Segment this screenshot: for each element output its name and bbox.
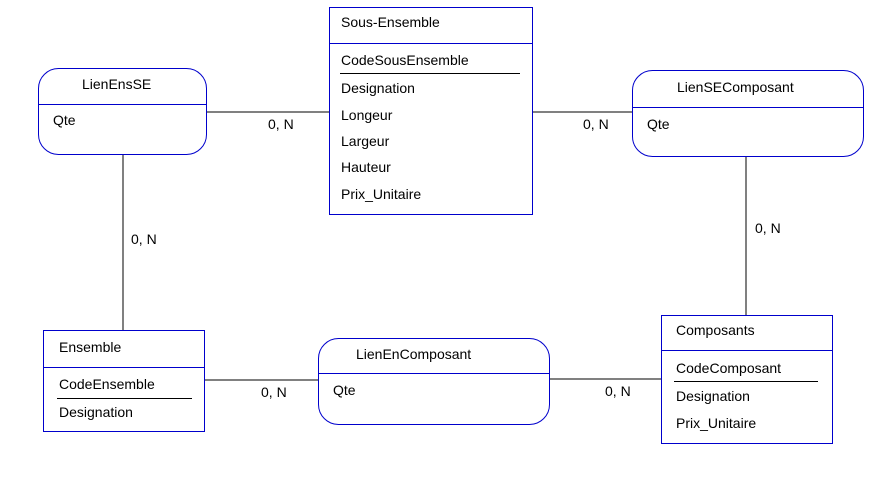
entity-composants[interactable]: Composants CodeComposant Designation Pri…	[661, 315, 833, 444]
cardinality-label: 0, N	[605, 383, 631, 399]
association-lien-ens-se-box	[38, 68, 207, 155]
cardinality-label: 0, N	[583, 116, 609, 132]
association-title: LienSEComposant	[677, 79, 794, 95]
association-lien-se-composant[interactable]: LienSEComposant Qte	[632, 70, 864, 157]
association-lien-ens-se[interactable]: LienEnsSE Qte	[38, 68, 207, 155]
cardinality-label: 0, N	[131, 231, 157, 247]
entity-key: CodeComposant	[676, 360, 781, 376]
cardinality-label: 0, N	[755, 220, 781, 236]
association-lien-se-composant-box	[632, 70, 864, 157]
association-attribute: Qte	[53, 112, 76, 128]
association-attribute: Qte	[333, 382, 356, 398]
association-title: LienEnComposant	[356, 346, 471, 362]
entity-ensemble-box	[43, 330, 205, 432]
association-lien-en-composant-box	[318, 338, 550, 425]
entity-attribute: Designation	[59, 404, 133, 420]
entity-attribute: Prix_Unitaire	[676, 415, 756, 431]
entity-title: Ensemble	[59, 339, 121, 355]
entity-ensemble[interactable]: Ensemble CodeEnsemble Designation	[43, 330, 205, 432]
entity-attribute: Designation	[676, 388, 750, 404]
association-lien-en-composant[interactable]: LienEnComposant Qte	[318, 338, 550, 425]
cardinality-labels: 0, N 0, N 0, N 0, N 0, N 0, N	[131, 116, 781, 400]
entity-attribute: Longeur	[341, 107, 393, 123]
entity-key: CodeEnsemble	[59, 376, 155, 392]
entity-attribute: Prix_Unitaire	[341, 186, 421, 202]
entity-title: Composants	[676, 322, 755, 338]
association-title: LienEnsSE	[82, 76, 151, 92]
entity-attribute: Hauteur	[341, 159, 391, 175]
entity-title: Sous-Ensemble	[341, 14, 440, 30]
entity-sous-ensemble[interactable]: Sous-Ensemble CodeSousEnsemble Designati…	[329, 7, 533, 215]
entity-sous-ensemble-box	[329, 7, 533, 215]
cardinality-label: 0, N	[261, 384, 287, 400]
cardinality-label: 0, N	[268, 116, 294, 132]
connector-lines	[122, 111, 747, 381]
entity-composants-box	[661, 315, 833, 444]
entity-attribute: Largeur	[341, 133, 390, 149]
association-attribute: Qte	[647, 116, 670, 132]
entity-attribute: Designation	[341, 80, 415, 96]
entity-key: CodeSousEnsemble	[341, 52, 469, 68]
